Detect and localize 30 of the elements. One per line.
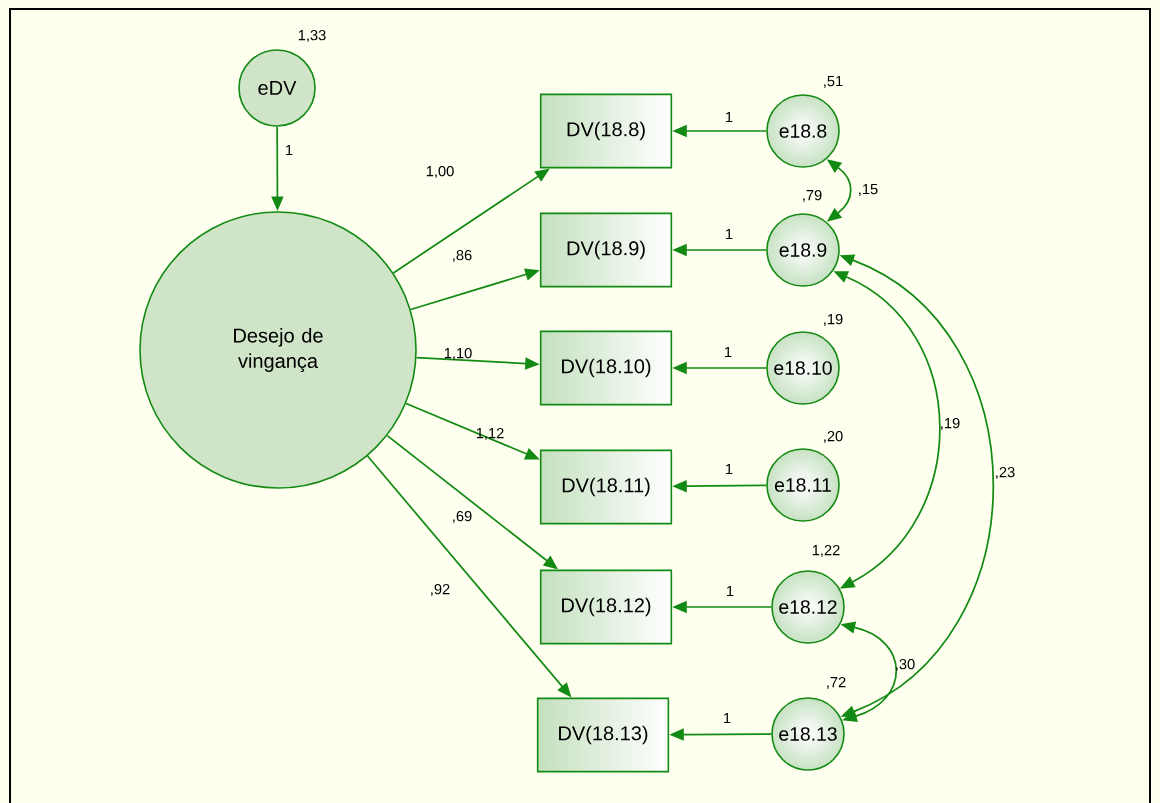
edge-label: ,15 bbox=[859, 184, 878, 196]
variance-label: ,79 bbox=[803, 189, 822, 203]
edge-label: ,23 bbox=[996, 466, 1015, 480]
edge-label: 1,10 bbox=[444, 347, 472, 361]
variable-box: DV(18.13) bbox=[536, 697, 670, 773]
edge-label: 1 bbox=[724, 712, 731, 724]
edge-label: 1,12 bbox=[476, 427, 504, 441]
variable-box: DV(18.12) bbox=[539, 569, 673, 645]
variance-label: 1,33 bbox=[298, 29, 326, 43]
edge-label: ,19 bbox=[941, 417, 960, 431]
variable-box: DV(18.9) bbox=[539, 212, 673, 288]
edge-label: 1 bbox=[726, 228, 733, 240]
variance-label: ,19 bbox=[824, 313, 843, 327]
variance-label: ,20 bbox=[824, 430, 843, 444]
variance-label: 1,22 bbox=[812, 544, 840, 558]
variable-box: DV(18.11) bbox=[539, 449, 673, 525]
edge-label: 1 bbox=[727, 585, 734, 597]
edge-label: ,69 bbox=[453, 510, 472, 524]
edge-label: 1 bbox=[726, 111, 733, 123]
variance-label: ,72 bbox=[827, 676, 846, 690]
edge-label: ,30 bbox=[896, 658, 915, 672]
edge-label: ,86 bbox=[453, 249, 472, 263]
edge-label: 1 bbox=[725, 346, 732, 358]
variable-box: DV(18.10) bbox=[539, 330, 673, 406]
variance-label: ,51 bbox=[824, 76, 843, 88]
edge-label: ,92 bbox=[431, 583, 450, 597]
variable-box: DV(18.8) bbox=[539, 93, 673, 169]
edge-label: 1 bbox=[726, 463, 733, 475]
edge-label: 1 bbox=[286, 144, 293, 156]
edge-label: 1,00 bbox=[426, 165, 454, 179]
